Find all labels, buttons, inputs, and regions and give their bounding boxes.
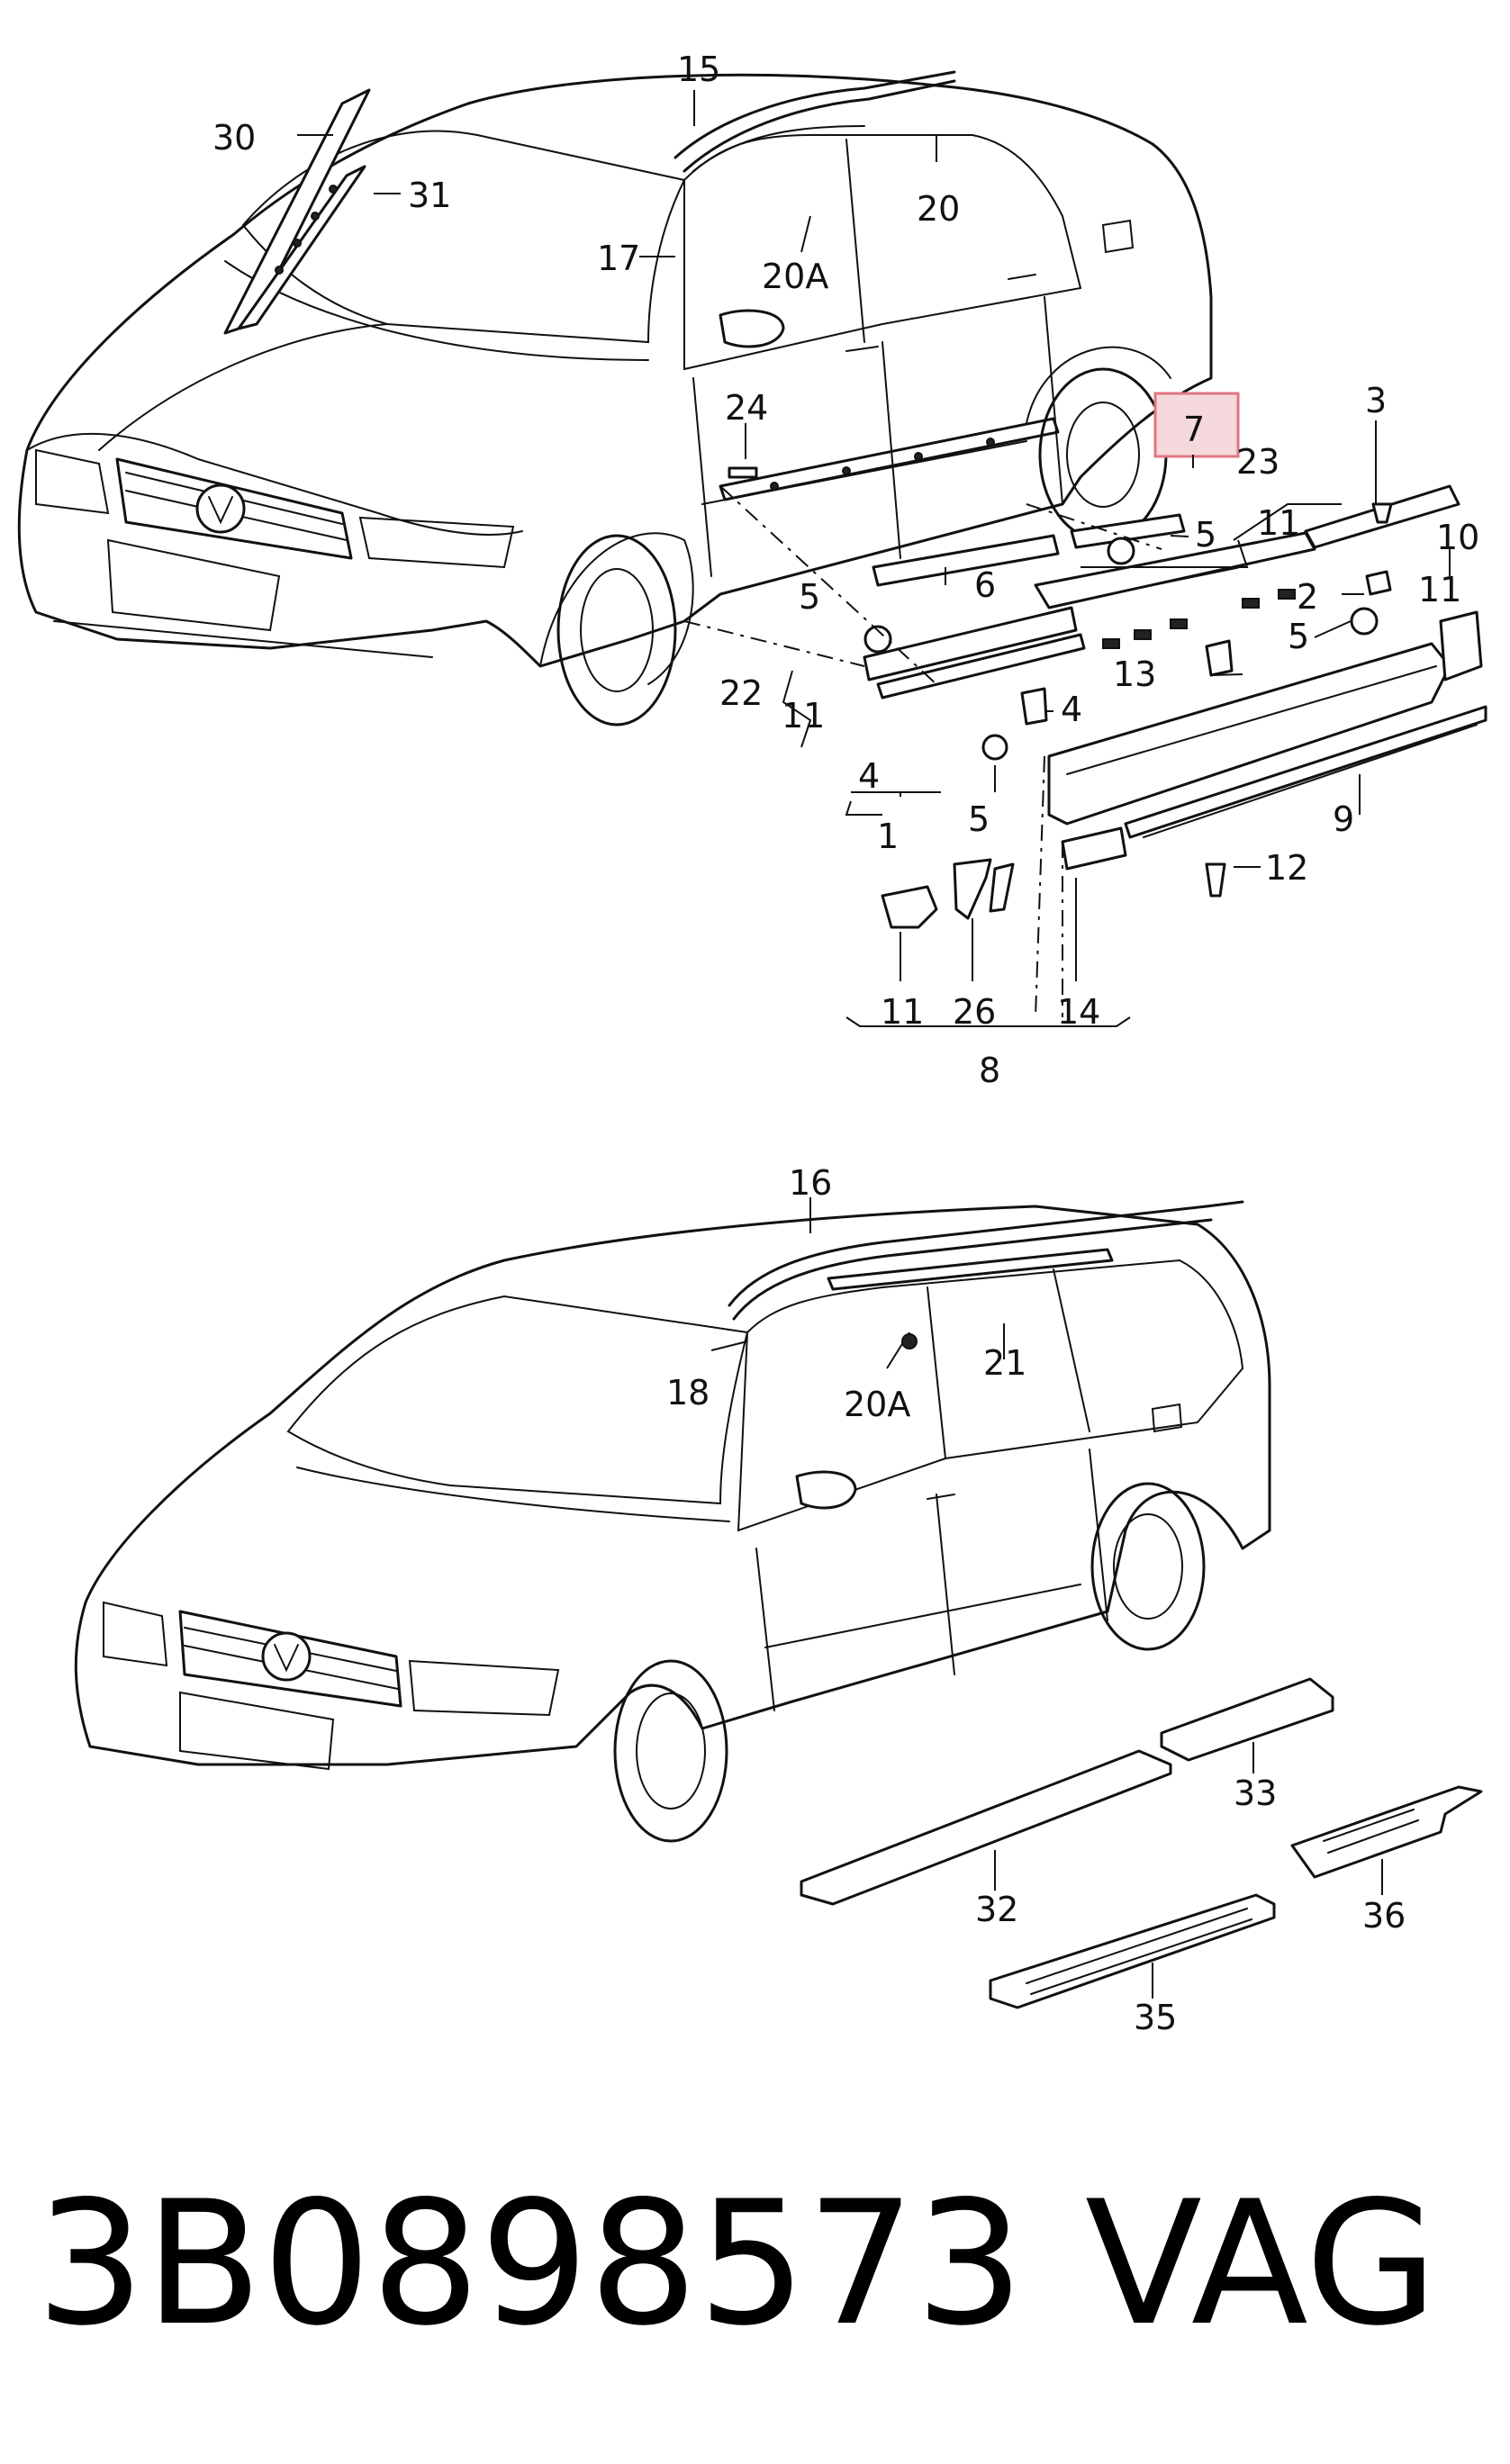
callout-10: 10 [1436,518,1479,557]
callout-13: 13 [1113,654,1156,694]
sill-assembly [297,90,1487,1027]
sedan-callouts: 15 30 31 17 20 20A 24 7 3 23 11 10 11 5 … [212,50,1479,1090]
callout-18: 18 [666,1373,710,1413]
callout-5-c: 5 [799,577,820,617]
callout-5-b: 5 [1288,617,1309,656]
callout-14: 14 [1057,992,1100,1032]
callout-20a: 20A [762,257,828,296]
callout-16: 16 [789,1163,832,1203]
callout-32: 32 [975,1890,1018,1929]
clip-icon [981,734,1008,761]
sill-plate-35 [989,1893,1276,2009]
callout-9: 9 [1333,799,1354,839]
callout-5-a: 5 [1195,515,1216,555]
callout-3: 3 [1365,381,1387,420]
wagon-illustration [74,1200,1271,1843]
callout-6: 6 [974,565,996,605]
bracket-26 [953,858,992,920]
callout-24: 24 [725,388,768,428]
sill-plate-33 [1160,1677,1334,1762]
callout-11-b: 11 [1418,570,1461,609]
callout-11-a: 11 [1257,503,1300,543]
callout-31: 31 [408,176,451,215]
clip-icon [864,625,892,654]
callout-8: 8 [979,1051,1000,1090]
highlight-box [1153,392,1240,458]
callout-15: 15 [677,50,720,89]
wagon-callouts: 16 18 20A 21 33 32 36 35 [666,1163,1406,2037]
wagon-sill-parts [710,1197,1483,2009]
callout-2: 2 [1297,577,1318,617]
nut-icon [1365,570,1392,596]
callout-1: 1 [877,817,899,856]
clip-icon [1107,537,1135,565]
callout-20a: 20A [844,1385,910,1424]
callout-5-d: 5 [968,799,990,839]
callout-7-highlighted: 7 [1183,410,1205,449]
callout-4-a: 4 [1061,690,1082,729]
bolt-icon [728,466,758,479]
clip-icon [1350,607,1379,636]
screw-icon [1205,862,1226,898]
brand: VAG [1085,2164,1438,2363]
callout-22: 22 [719,673,763,713]
callout-4-b: 4 [858,756,880,796]
callout-23: 23 [1236,442,1279,482]
callout-17: 17 [597,239,640,278]
callout-30: 30 [212,118,256,158]
clip-icon [1205,639,1234,677]
callout-12: 12 [1265,848,1308,888]
sill-plate-32 [800,1749,1172,1906]
callout-35: 35 [1134,1998,1177,2037]
callout-11-d: 11 [881,992,924,1032]
callout-11-c: 11 [782,696,825,736]
callout-21: 21 [983,1343,1026,1383]
callout-36: 36 [1362,1896,1406,1936]
part-number: 3B0898573 [36,2164,1024,2363]
callout-33: 33 [1234,1774,1277,1813]
callout-20: 20 [917,189,960,229]
screw-icon [1371,502,1393,524]
clip-icon [1020,687,1048,726]
callout-26: 26 [953,992,996,1032]
a-pillar-trim [223,88,371,335]
